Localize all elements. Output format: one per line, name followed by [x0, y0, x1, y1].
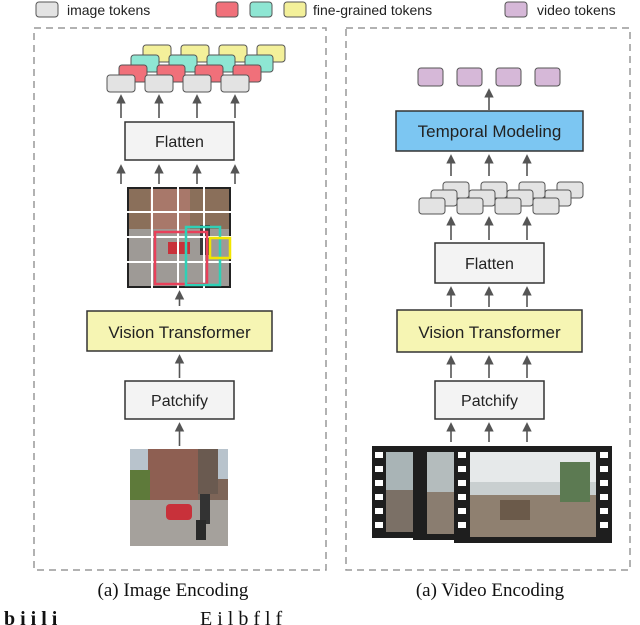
image-encoding-caption: (a) Image Encoding	[98, 580, 249, 601]
video-frames-filmstrip	[372, 446, 612, 543]
input-street-photo	[130, 449, 228, 546]
video-token-row	[417, 67, 561, 87]
legend-video-tokens-label: video tokens	[537, 2, 616, 18]
temporal-modeling-label: Temporal Modeling	[418, 122, 562, 141]
video-arrows-to-vit	[446, 355, 532, 378]
legend-fine-grained-tokens-label: fine-grained tokens	[313, 2, 432, 18]
video-arrows-to-frame-tokens	[446, 216, 532, 240]
bottom-text-left: b i i l i	[4, 608, 58, 625]
legend-video-token-swatch	[504, 1, 528, 18]
legend-cyan-token-swatch	[249, 1, 273, 18]
video-frame-token-stack	[418, 181, 584, 215]
video-vit-label: Vision Transformer	[418, 323, 561, 342]
bottom-text-right: E i l b f l f	[200, 608, 283, 625]
patch-grid-image	[127, 187, 232, 288]
video-arrows-to-flatten	[446, 286, 532, 307]
image-flatten-label: Flatten	[155, 134, 204, 151]
legend: image tokens fine-grained tokens video t…	[35, 1, 616, 18]
image-vit-label: Vision Transformer	[108, 323, 251, 342]
legend-yellow-token-swatch	[283, 1, 307, 18]
video-arrows-to-temporal	[446, 154, 532, 176]
video-encoding-caption: (a) Video Encoding	[416, 580, 565, 601]
video-panel-border	[345, 27, 631, 571]
image-panel-border	[33, 27, 327, 571]
legend-image-tokens-label: image tokens	[67, 2, 150, 18]
legend-red-token-swatch	[215, 1, 239, 18]
image-patchify-box	[124, 380, 235, 420]
legend-image-token-swatch	[35, 1, 59, 18]
video-patchify-box	[434, 380, 545, 420]
temporal-modeling-box	[395, 110, 584, 152]
image-arrows-to-flatten	[116, 164, 240, 184]
image-vit-box	[86, 310, 273, 352]
video-arrows-to-patchify	[446, 422, 532, 442]
video-flatten-label: Flatten	[465, 256, 514, 273]
image-flatten-box	[124, 121, 235, 161]
video-vit-box	[396, 309, 583, 353]
image-patchify-label: Patchify	[151, 393, 208, 410]
video-flatten-box	[434, 242, 545, 284]
image-arrows-to-tokens	[116, 94, 240, 118]
image-token-stack	[106, 44, 286, 93]
video-patchify-label: Patchify	[461, 393, 518, 410]
